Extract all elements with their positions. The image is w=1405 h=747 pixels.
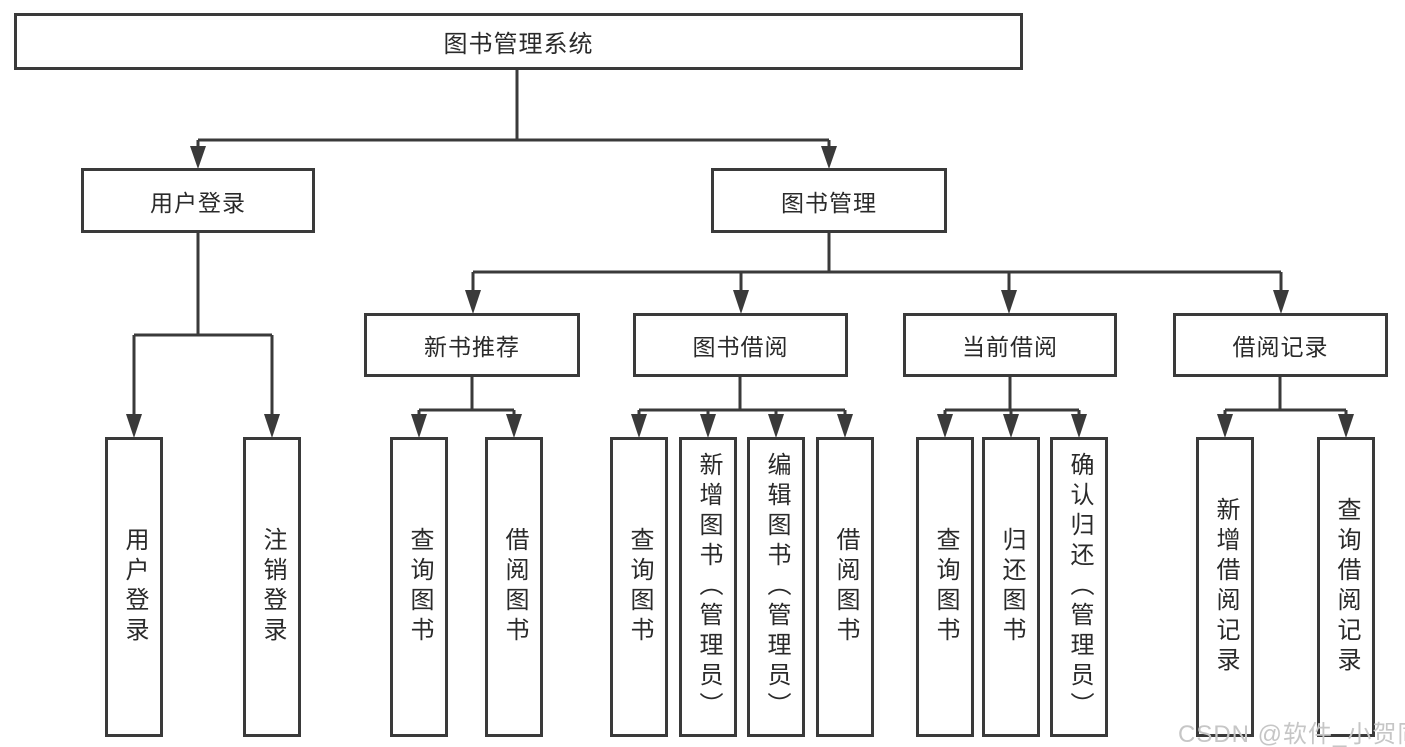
leaf-label: 新增借阅记录 xyxy=(1212,497,1239,677)
leaf-label: 用户登录 xyxy=(121,527,148,647)
connector-userlogin-to-leaves xyxy=(132,233,274,416)
leaf-label: 借阅图书 xyxy=(832,527,859,647)
leaf-label: 注销登录 xyxy=(259,527,286,647)
connector-currentborrow-to-leaves xyxy=(943,377,1081,416)
watermark: CSDN @软件_小贺同学 xyxy=(1178,721,1405,747)
leaf-query-books-borrowing: 查询图书 xyxy=(610,437,668,737)
arrowhead xyxy=(937,414,1087,438)
arrowhead xyxy=(1217,414,1354,438)
leaf-label: 新增图书（管理员） xyxy=(695,452,722,722)
connector-root-to-level2 xyxy=(196,69,831,148)
arrowhead xyxy=(126,414,280,438)
node-label: 图书管理系统 xyxy=(443,31,594,58)
leaf-query-borrow-record: 查询借阅记录 xyxy=(1317,437,1375,737)
node-label: 图书管理 xyxy=(781,189,877,216)
leaf-add-borrow-record: 新增借阅记录 xyxy=(1196,437,1254,737)
leaf-user-login: 用户登录 xyxy=(105,437,163,737)
node-label: 用户登录 xyxy=(150,189,246,216)
node-label: 借阅记录 xyxy=(1232,334,1329,360)
leaf-query-books-current: 查询图书 xyxy=(916,437,974,737)
node-current-borrowing: 当前借阅 xyxy=(903,313,1117,377)
node-user-login: 用户登录 xyxy=(81,168,315,233)
node-new-book-recommendation: 新书推荐 xyxy=(364,313,580,377)
leaf-label: 归还图书 xyxy=(998,527,1025,647)
leaf-borrow-books-recommend: 借阅图书 xyxy=(485,437,543,737)
connector-bookborrow-to-leaves xyxy=(637,377,847,416)
arrowhead xyxy=(190,146,837,169)
node-borrowing-records: 借阅记录 xyxy=(1173,313,1388,377)
leaf-edit-books-admin: 编辑图书（管理员） xyxy=(747,437,805,737)
leaf-label: 借阅图书 xyxy=(501,527,528,647)
leaf-confirm-return-admin: 确认归还（管理员） xyxy=(1050,437,1108,737)
connector-bookmgmt-to-level3 xyxy=(471,233,1283,292)
node-label: 新书推荐 xyxy=(424,334,520,360)
leaf-label: 确认归还（管理员） xyxy=(1066,452,1093,722)
node-library-management-system: 图书管理系统 xyxy=(14,13,1023,70)
leaf-label: 查询图书 xyxy=(932,527,959,647)
node-label: 当前借阅 xyxy=(962,334,1058,360)
node-book-borrowing: 图书借阅 xyxy=(633,313,848,377)
connector-newbook-to-leaves xyxy=(417,377,516,416)
leaf-label: 查询图书 xyxy=(406,527,433,647)
leaf-label: 编辑图书（管理员） xyxy=(763,452,790,722)
connector-records-to-leaves xyxy=(1223,377,1348,416)
leaf-query-books-recommend: 查询图书 xyxy=(390,437,448,737)
leaf-label: 查询图书 xyxy=(626,527,653,647)
node-label: 图书借阅 xyxy=(692,334,789,360)
arrowhead xyxy=(411,414,522,438)
node-book-management: 图书管理 xyxy=(711,168,947,233)
leaf-borrow-books: 借阅图书 xyxy=(816,437,874,737)
arrowhead xyxy=(465,290,1289,314)
leaf-add-books-admin: 新增图书（管理员） xyxy=(679,437,737,737)
leaf-return-books: 归还图书 xyxy=(982,437,1040,737)
leaf-label: 查询借阅记录 xyxy=(1333,497,1360,677)
leaf-logout: 注销登录 xyxy=(243,437,301,737)
arrowhead xyxy=(631,414,853,438)
